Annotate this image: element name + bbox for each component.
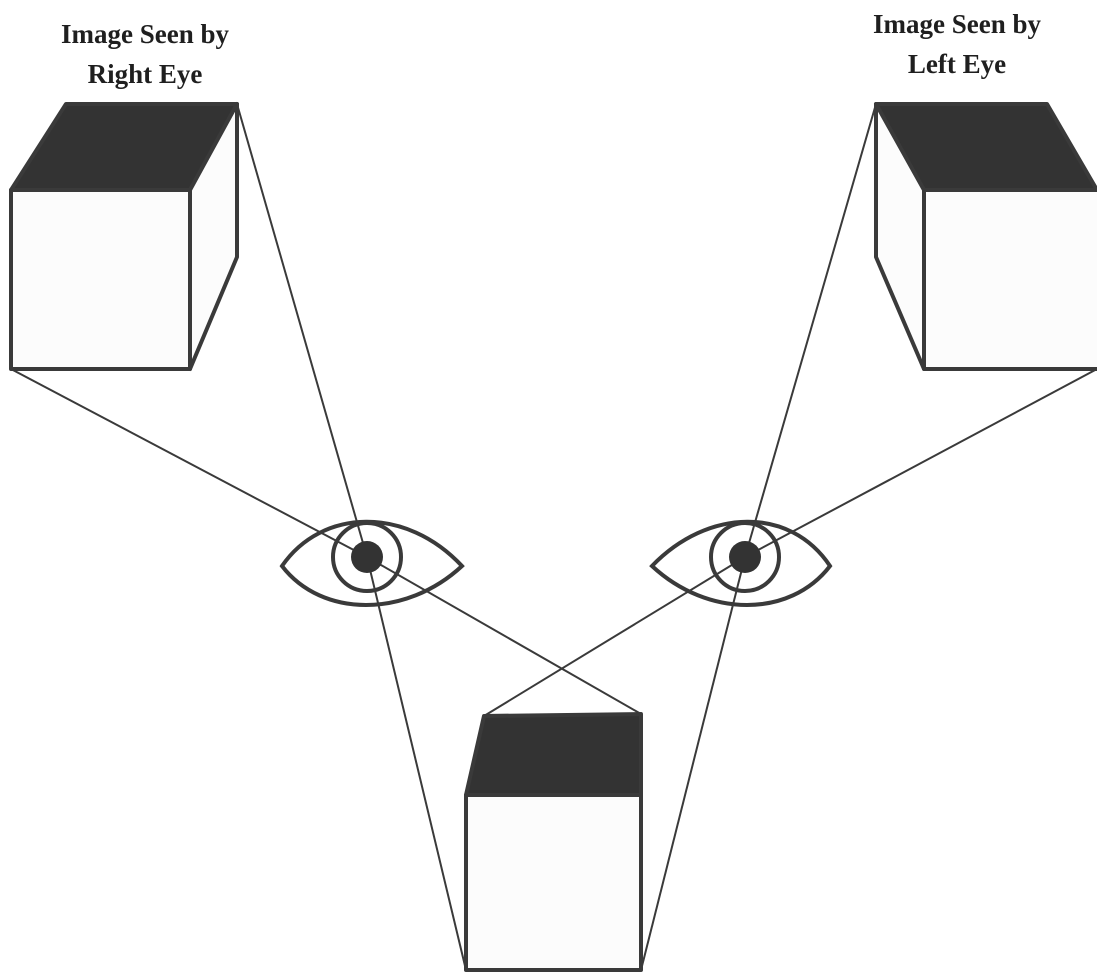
label-line: Left Eye	[907, 49, 1007, 79]
eye-outline	[279, 519, 465, 607]
pupil	[351, 541, 383, 573]
eye-outline	[649, 519, 833, 607]
label-line: Right Eye	[87, 59, 203, 89]
left-eye-image-label: Image Seen by Left Eye	[832, 4, 1082, 84]
cube-front-face	[464, 793, 643, 972]
projection-lines	[10, 103, 1097, 971]
iris	[331, 521, 403, 593]
right-eye	[279, 519, 465, 607]
label-line: Image Seen by	[873, 9, 1041, 39]
label-line: Image Seen by	[61, 19, 229, 49]
projection-line-object-top-left	[483, 556, 746, 717]
projection-line-right-bottom	[10, 368, 368, 558]
projection-line-left-bottom	[744, 368, 1097, 558]
right-eye-image-label: Image Seen by Right Eye	[20, 14, 270, 94]
cube-front-face	[922, 188, 1097, 371]
projection-line-object-bottom-right	[640, 556, 746, 971]
cube-front-face	[9, 188, 192, 371]
cube-top-face	[464, 712, 643, 797]
projection-line-object-bottom-left	[366, 556, 467, 971]
projection-line-object-top-right	[366, 556, 642, 715]
pupil	[729, 541, 761, 573]
projection-line-left-top	[744, 103, 877, 558]
left-eye-image-cube	[874, 102, 1097, 371]
projection-line-right-top	[236, 103, 368, 558]
left-eye	[649, 519, 833, 607]
iris	[709, 521, 781, 593]
object-cube	[464, 712, 643, 972]
right-eye-image-cube	[9, 102, 239, 371]
